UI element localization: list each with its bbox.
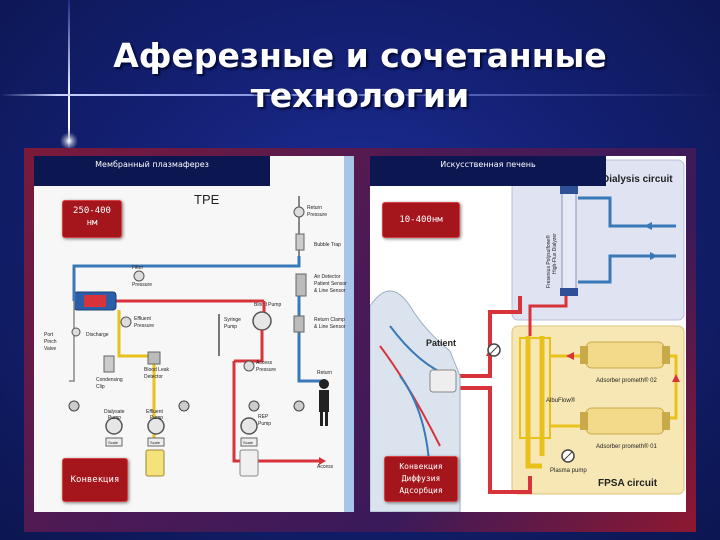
svg-text:Scale: Scale bbox=[243, 440, 254, 445]
svg-text:& Line Sensor: & Line Sensor bbox=[314, 288, 346, 294]
svg-text:Effluent: Effluent bbox=[134, 316, 151, 322]
svg-text:Pump: Pump bbox=[258, 421, 271, 427]
left-badge-size: 250-400 нм bbox=[62, 200, 122, 238]
right-badge-size: 10-400нм bbox=[382, 202, 460, 238]
tpe-title: TPE bbox=[194, 192, 220, 207]
svg-text:Return: Return bbox=[317, 370, 332, 376]
svg-text:Air Detector: Air Detector bbox=[314, 274, 341, 280]
decorative-vertical-line bbox=[68, 0, 70, 150]
svg-text:Detector: Detector bbox=[144, 374, 163, 380]
svg-text:Pressure: Pressure bbox=[256, 367, 276, 373]
right-badge-mechanisms: Конвекция Диффузия Адсорбция bbox=[384, 456, 458, 502]
svg-text:Syringe: Syringe bbox=[224, 317, 241, 323]
svg-text:Pressure: Pressure bbox=[307, 212, 327, 218]
svg-text:Port: Port bbox=[44, 332, 54, 338]
svg-text:REP: REP bbox=[258, 414, 269, 420]
tpe-circuit-diagram: TPE Return Pressure Bubble Trap Filter P… bbox=[44, 156, 354, 512]
svg-text:Patient Sensor: Patient Sensor bbox=[314, 281, 347, 287]
fpsa-circuit-diagram: Dialysis circuit Fresenius Polysulfone® … bbox=[370, 159, 685, 512]
svg-text:Pressure: Pressure bbox=[132, 282, 152, 288]
left-badge-size-line-1: 250-400 bbox=[73, 206, 111, 216]
svg-text:Effluent: Effluent bbox=[146, 409, 163, 415]
right-badge-mechanism-3: Адсорбция bbox=[399, 486, 443, 495]
decorative-horizontal-line bbox=[0, 94, 720, 96]
svg-text:Pump: Pump bbox=[150, 415, 163, 421]
right-badge-mechanism-2: Диффузия bbox=[401, 474, 441, 483]
svg-text:Adsorber prometh® 01: Adsorber prometh® 01 bbox=[596, 443, 657, 450]
svg-text:Plasma pump: Plasma pump bbox=[550, 468, 587, 474]
svg-text:Blood Pump: Blood Pump bbox=[254, 302, 281, 308]
svg-text:Access: Access bbox=[256, 360, 273, 366]
svg-text:High-Flux Dialyzer: High-Flux Dialyzer bbox=[552, 233, 558, 274]
left-badge-mechanism: Конвекция bbox=[62, 458, 128, 502]
svg-text:Access: Access bbox=[317, 464, 334, 470]
svg-text:Pinch: Pinch bbox=[44, 339, 57, 345]
svg-text:Clip: Clip bbox=[96, 384, 105, 390]
svg-text:Dialysate: Dialysate bbox=[104, 409, 125, 415]
svg-text:Filter: Filter bbox=[132, 265, 143, 271]
slide-title: Аферезные и сочетанные технологии bbox=[0, 36, 720, 116]
svg-text:Blood Leak: Blood Leak bbox=[144, 367, 170, 373]
right-badge-size-text: 10-400нм bbox=[399, 215, 443, 225]
patient-label: Patient bbox=[426, 338, 456, 348]
svg-text:Scale: Scale bbox=[108, 440, 119, 445]
fpsa-circuit-label: FPSA circuit bbox=[598, 478, 658, 489]
liver-diagram-panel: Dialysis circuit Fresenius Polysulfone® … bbox=[370, 156, 686, 512]
left-badge-mechanism-text: Конвекция bbox=[70, 475, 120, 485]
svg-text:AlbuFlow®: AlbuFlow® bbox=[546, 397, 576, 404]
left-badge-size-line-2: нм bbox=[86, 218, 98, 228]
svg-text:Fresenius Polysulfone®: Fresenius Polysulfone® bbox=[545, 235, 552, 288]
right-badge-mechanism-1: Конвекция bbox=[399, 462, 443, 471]
svg-text:& Line Sensor: & Line Sensor bbox=[314, 324, 346, 330]
right-panel-header: Искусственная печень bbox=[370, 156, 606, 186]
svg-text:Pump: Pump bbox=[108, 415, 121, 421]
svg-text:Adsorber prometh® 02: Adsorber prometh® 02 bbox=[596, 377, 657, 384]
svg-text:Pump: Pump bbox=[224, 324, 237, 330]
left-panel-header: Мембранный плазмаферез bbox=[34, 156, 270, 186]
dialysis-circuit-label: Dialysis circuit bbox=[602, 174, 673, 185]
svg-text:Pressure: Pressure bbox=[134, 323, 154, 329]
svg-text:Return Clamp: Return Clamp bbox=[314, 317, 345, 323]
slide-title-line-2: технологии bbox=[250, 76, 470, 115]
slide-title-line-1: Аферезные и сочетанные bbox=[113, 36, 607, 75]
svg-text:Discharge: Discharge bbox=[86, 332, 109, 338]
svg-text:Valve: Valve bbox=[44, 346, 56, 352]
svg-text:Scale: Scale bbox=[150, 440, 161, 445]
svg-text:Return: Return bbox=[307, 205, 322, 211]
svg-text:Bubble Trap: Bubble Trap bbox=[314, 242, 341, 248]
svg-text:Condensing: Condensing bbox=[96, 377, 123, 383]
decorative-sparkle bbox=[60, 132, 78, 150]
